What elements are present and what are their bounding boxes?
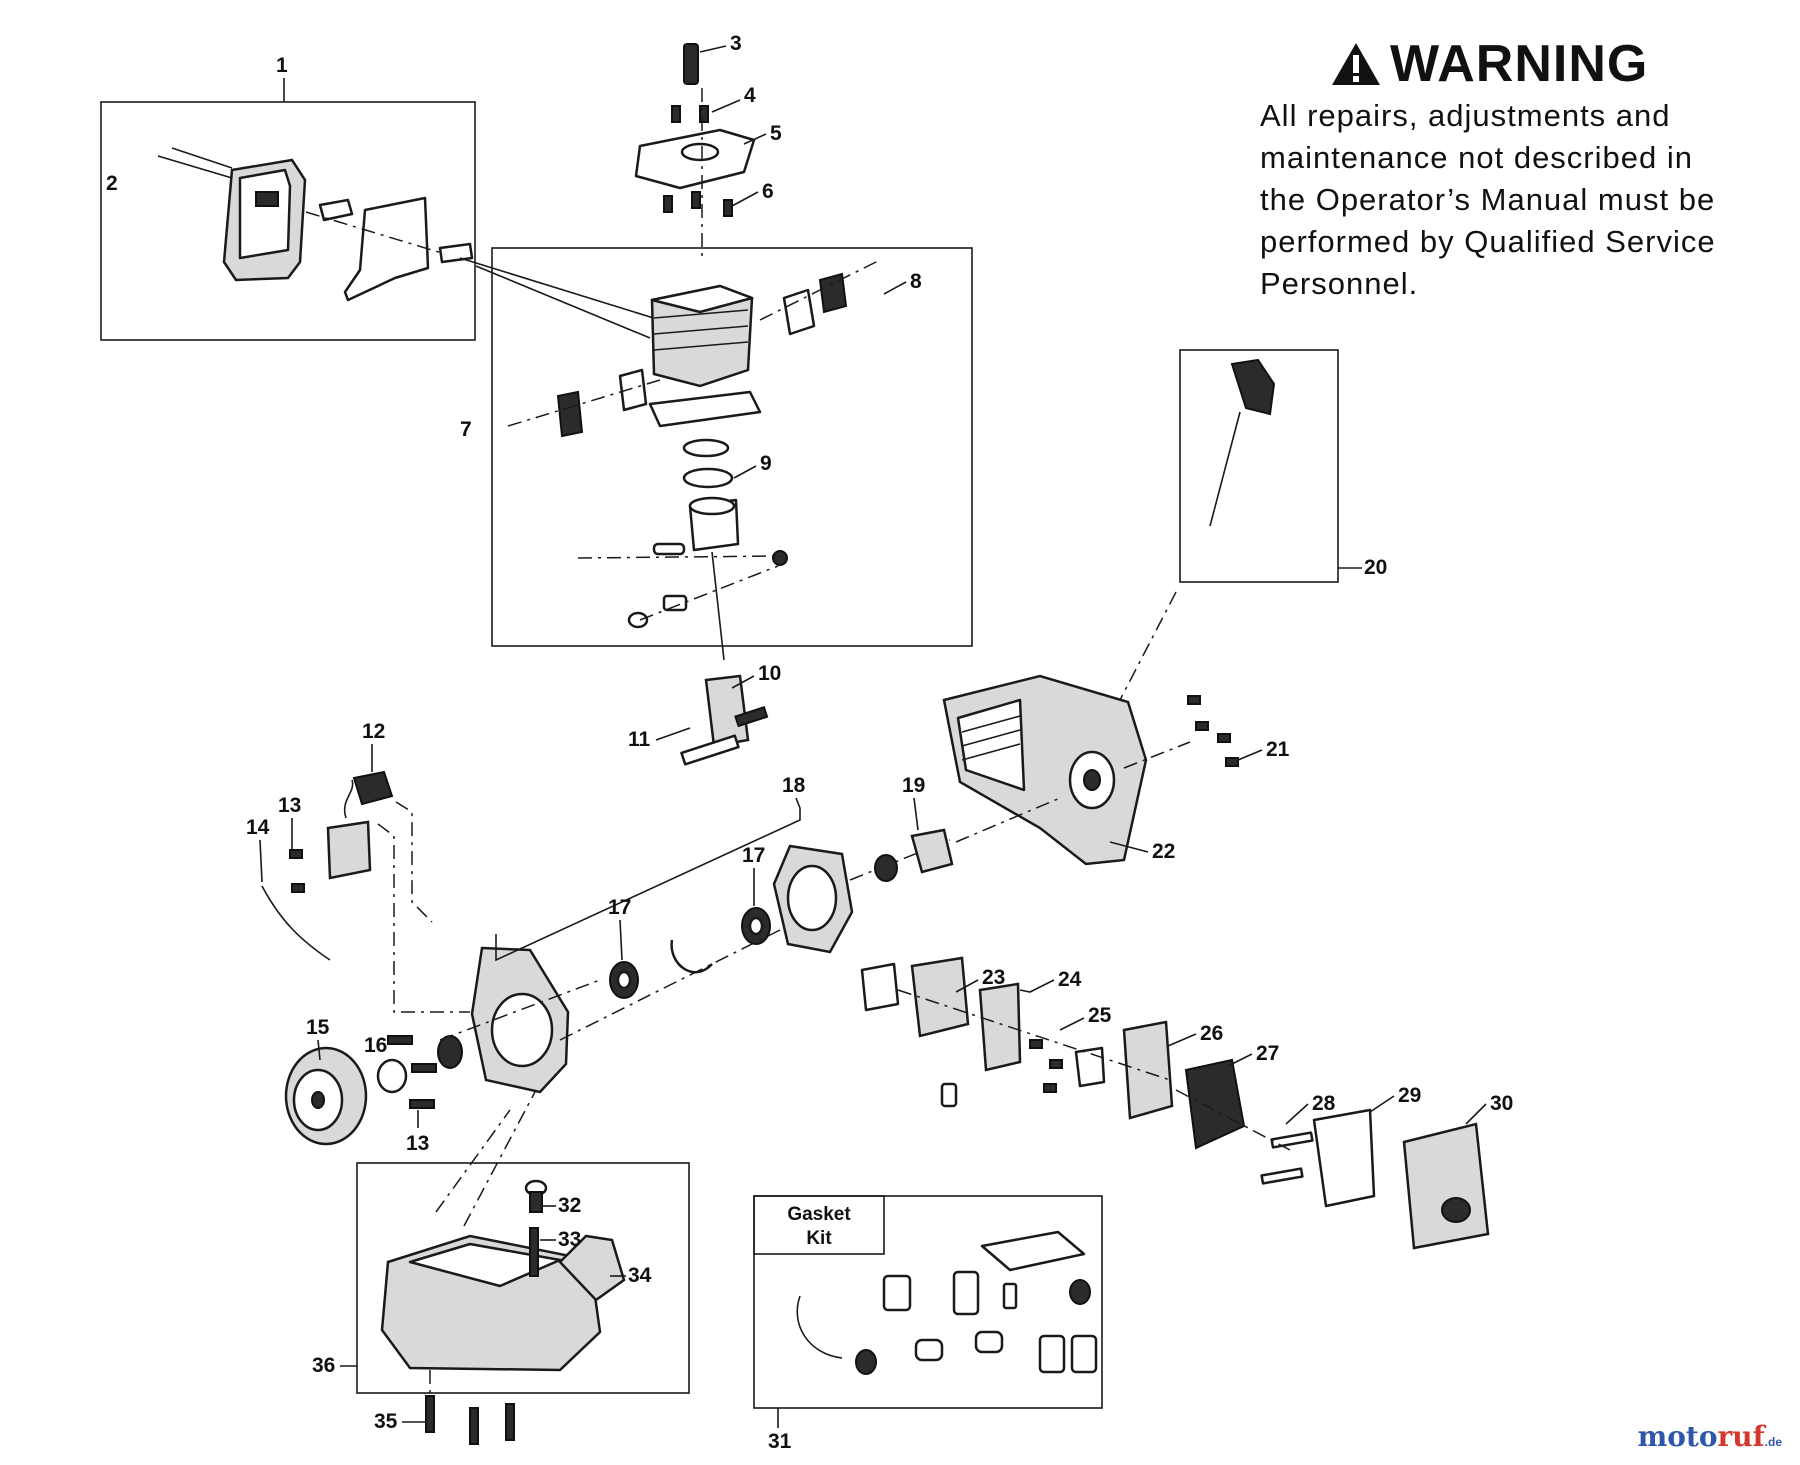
warning-line-4: performed by Qualified Service: [1260, 224, 1716, 259]
watermark-part-1: moto: [1637, 1420, 1718, 1453]
callout-29: 29: [1398, 1084, 1421, 1107]
crankshaft: [680, 674, 769, 766]
recoil-housing: [874, 358, 1276, 882]
ignition-coil: [261, 770, 470, 1013]
warning-line-3: the Operator’s Manual must be: [1260, 182, 1716, 217]
callout-26: 26: [1200, 1022, 1223, 1045]
watermark-part-2: ruf: [1717, 1420, 1765, 1453]
callout-11: 11: [628, 728, 651, 751]
gasket-kit-label-line2: Kit: [806, 1228, 832, 1249]
watermark-logo: motoruf.de: [1638, 1420, 1782, 1453]
callout-15: 15: [306, 1016, 330, 1039]
callout-7: 7: [460, 418, 472, 441]
crankcase-assembly: [376, 808, 951, 1109]
fuel-tank: [380, 1089, 626, 1445]
callout-32: 32: [558, 1194, 581, 1217]
gasket-kit-box: [753, 1195, 1103, 1409]
callout-28: 28: [1312, 1092, 1336, 1115]
callout-35: 35: [374, 1410, 398, 1433]
cylinder-assembly: [507, 43, 881, 661]
warning-block: WARNING All repairs, adjustments and mai…: [1260, 34, 1790, 304]
warning-line-1: All repairs, adjustments and: [1260, 98, 1671, 133]
callout-14: 14: [246, 816, 270, 839]
callout-25: 25: [1088, 1004, 1112, 1027]
callout-27: 27: [1256, 1042, 1279, 1065]
callout-3: 3: [730, 32, 742, 55]
callout-12: 12: [362, 720, 385, 743]
callout-30: 30: [1490, 1092, 1513, 1115]
callout-9: 9: [760, 452, 772, 475]
callout-17b: 17: [608, 896, 631, 919]
callout-1: 1: [276, 54, 288, 77]
callout-18: 18: [782, 774, 806, 797]
flywheel: [284, 1046, 368, 1146]
callout-5: 5: [770, 122, 782, 145]
callout-16: 16: [364, 1034, 387, 1057]
callout-22: 22: [1152, 840, 1175, 863]
gasket-kit-label-box: [753, 1195, 885, 1255]
callout-31: 31: [768, 1430, 792, 1453]
callout-2: 2: [106, 172, 118, 195]
callout-4: 4: [744, 84, 756, 107]
muffler-assembly: [157, 147, 661, 339]
callout-19: 19: [902, 774, 925, 797]
warning-title: WARNING: [1390, 35, 1649, 93]
muffler-group-box: [100, 101, 476, 341]
gasket-kit-contents: [796, 1230, 1098, 1375]
cylinder-group-box: [491, 247, 973, 647]
callout-6: 6: [762, 180, 774, 203]
watermark-part-3: .de: [1764, 1435, 1782, 1449]
carburetor-assembly: [860, 956, 1490, 1250]
callout-36: 36: [312, 1354, 335, 1377]
callout-13b: 13: [406, 1132, 429, 1155]
gasket-kit-label-line1: Gasket: [787, 1204, 851, 1225]
callout-8: 8: [910, 270, 922, 293]
callout-10: 10: [758, 662, 781, 685]
callout-34: 34: [628, 1264, 652, 1287]
warning-heading: WARNING: [1330, 34, 1790, 94]
callout-24: 24: [1058, 968, 1082, 991]
warning-line-5: Personnel.: [1260, 266, 1419, 301]
callout-21: 21: [1266, 738, 1290, 761]
warning-line-2: maintenance not described in: [1260, 140, 1693, 175]
callout-13: 13: [278, 794, 301, 817]
callout-33: 33: [558, 1228, 581, 1251]
fuel-tank-group-box: [356, 1162, 690, 1394]
callout-20: 20: [1364, 556, 1387, 579]
callout-23: 23: [982, 966, 1005, 989]
warning-triangle-icon: [1332, 43, 1380, 85]
starter-group-box: [1179, 349, 1339, 583]
callout-17: 17: [742, 844, 765, 867]
